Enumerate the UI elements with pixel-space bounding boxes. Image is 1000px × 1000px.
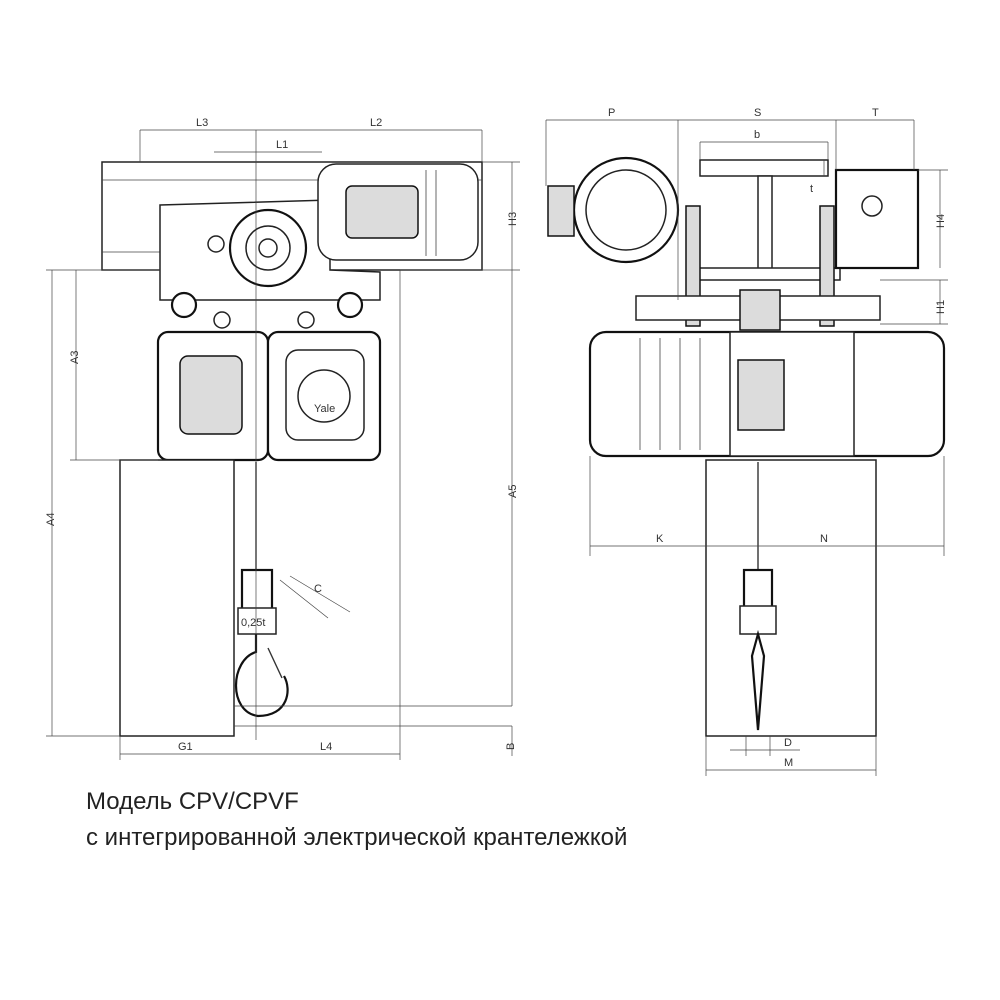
- dim-N: N: [820, 533, 828, 545]
- dim-H4: H4: [935, 214, 947, 228]
- hook-side: [750, 629, 766, 731]
- caption-description: с интегрированной электрической крантеле…: [86, 824, 628, 851]
- side-view: P S T b t H4 H1 K N D M: [545, 107, 948, 776]
- dim-L2: L2: [370, 117, 382, 129]
- dim-K: K: [656, 533, 664, 545]
- dim-A4: A4: [45, 513, 57, 526]
- dim-H1: H1: [935, 300, 947, 314]
- dim-D: D: [784, 737, 792, 749]
- hook-block: [240, 568, 274, 612]
- hook: [235, 634, 289, 718]
- dim-M: M: [784, 757, 793, 769]
- chain-bag-side: [705, 459, 877, 737]
- dim-t: t: [810, 183, 813, 195]
- brand-label: Yale: [314, 403, 335, 415]
- dim-T: T: [872, 107, 879, 119]
- dim-A3: A3: [69, 351, 81, 364]
- caption-model: Модель CPV/CPVF: [86, 788, 299, 815]
- load-tag: 0,25t: [241, 617, 265, 629]
- beam-flange: [699, 159, 829, 177]
- dim-P: P: [608, 107, 615, 119]
- dim-H3: H3: [507, 212, 519, 226]
- dim-A5: A5: [507, 485, 519, 498]
- front-view: Yale 0,25t L3 L2 L1 H3 A5 B A4: [45, 117, 520, 760]
- dim-B: B: [505, 743, 517, 750]
- terminal-box: [834, 168, 920, 270]
- dim-L3: L3: [196, 117, 208, 129]
- dim-L4: L4: [320, 741, 332, 753]
- chain-bag: [119, 459, 235, 737]
- dim-L1: L1: [276, 139, 288, 151]
- dim-S: S: [754, 107, 761, 119]
- dim-C: C: [314, 583, 322, 595]
- dim-G1: G1: [178, 741, 193, 753]
- dim-b: b: [754, 129, 760, 141]
